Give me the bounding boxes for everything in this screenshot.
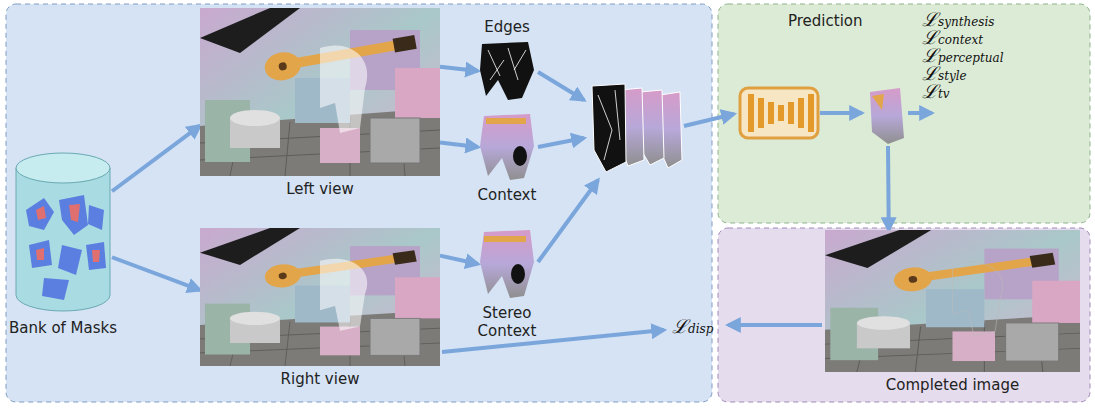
context-crop-part-part: [480, 114, 534, 180]
mask-bank-cylinder-part: [14, 150, 112, 315]
predicted-patch-part: [872, 94, 884, 110]
completed-image-part-part: [953, 262, 1003, 336]
layout-arrow-part: [908, 111, 932, 115]
node-label: Bank of Masks: [9, 319, 117, 337]
left-view-image: Left view: [200, 8, 440, 176]
mask-bank-cylinder-part-part: [16, 153, 110, 183]
loss-term: ℒdisp: [672, 313, 713, 339]
stacked-inputs-part: [598, 90, 620, 160]
layout-arrow-part: [684, 114, 734, 126]
prediction-panel-ground-part: [718, 4, 1090, 223]
edges-crop-part-part: [488, 48, 526, 80]
left-view-image-part-part: [200, 8, 440, 176]
layout-arrow-part: [538, 138, 584, 147]
mask-bank-cylinder: Bank of Masks: [14, 150, 112, 315]
mask-bank-cylinder-part-part: [92, 250, 100, 262]
layout-arrow-part: [538, 180, 598, 262]
completion-panel-part: [718, 228, 1090, 402]
mask-bank-cylinder-part-part: [59, 195, 88, 235]
mask-bank-cylinder-part-part: [86, 242, 106, 270]
stereo-context-crop-part-part: [484, 236, 526, 242]
network-icon-part: [808, 94, 814, 132]
right-view-image: Right view: [200, 228, 440, 366]
predicted-patch-part: [870, 88, 904, 144]
completion-panel: [718, 228, 1090, 402]
flow-arrow: [440, 142, 478, 147]
node-label: Stereo Context: [455, 304, 559, 340]
completed-image: Completed image: [825, 230, 1080, 372]
layout-arrow-part: [538, 72, 584, 100]
mask-bank-cylinder-part-part: [88, 205, 104, 230]
stacked-inputs: [592, 84, 682, 172]
network-icon-part: [778, 105, 784, 121]
prediction-panel-ground: [718, 4, 1090, 223]
mask-bank-cylinder-part-part: [29, 240, 52, 268]
mask-bank-cylinder-part-part: [26, 198, 54, 230]
mask-bank-cylinder-part-part: [42, 278, 69, 300]
context-crop: Context: [478, 112, 536, 182]
layout-arrow-part: [442, 330, 664, 352]
edges-crop-part: [478, 40, 536, 102]
context-crop-part: [478, 112, 536, 182]
network-icon-part: [768, 102, 774, 124]
input-panel-part: [6, 4, 712, 402]
network-icon-part: [740, 88, 818, 138]
flow-arrow: [886, 146, 891, 230]
node-label: Right view: [281, 370, 360, 388]
input-panel: [6, 4, 712, 402]
mask-bank-cylinder-part-part: [36, 206, 46, 220]
left-view-image-part: [200, 8, 440, 176]
right-view-image-part-part: [200, 228, 440, 366]
node-label: Edges: [484, 18, 530, 36]
mask-bank-cylinder-part-part: [16, 168, 110, 311]
flow-arrow: [440, 256, 478, 264]
flow-arrow: [440, 67, 478, 71]
node-label: Left view: [286, 180, 354, 198]
network-icon-part: [788, 102, 794, 124]
mask-bank-cylinder-part-part: [69, 204, 80, 222]
edges-crop: Edges: [478, 40, 536, 102]
network-icon-part: [798, 98, 804, 128]
edges-crop-part-part: [480, 42, 534, 100]
stereo-context-crop-part-part: [511, 264, 525, 284]
stereo-context-crop: Stereo Context: [478, 228, 536, 300]
node-label: Context: [478, 186, 537, 204]
completed-image-part: [825, 230, 1080, 372]
stacked-inputs-part: [592, 84, 626, 172]
layout-arrow-part: [820, 111, 862, 115]
context-crop-part-part: [486, 118, 526, 124]
predicted-patch: [870, 88, 904, 144]
left-view-image-part-part: [320, 45, 367, 133]
layout-arrow-part: [728, 323, 822, 327]
node-label: Prediction: [788, 12, 863, 30]
loss-term: ℒtv: [922, 78, 950, 104]
completed-image-part-part: [825, 230, 1080, 372]
context-crop-part-part: [513, 146, 527, 166]
node-label: Completed image: [886, 376, 1019, 394]
right-view-image-part: [200, 228, 440, 366]
flow-arrow: [112, 257, 200, 290]
mask-bank-cylinder-part-part: [58, 245, 82, 275]
network-icon-part: [758, 98, 764, 128]
right-view-image-part-part: [320, 259, 367, 331]
network-icon-part: [748, 94, 754, 132]
stereo-context-crop-part: [478, 228, 536, 300]
mask-bank-cylinder-part-part: [36, 248, 44, 260]
network-icon: [740, 88, 818, 138]
stereo-context-crop-part-part: [480, 230, 534, 298]
flow-arrow: [112, 126, 200, 192]
prediction-panel: Prediction: [718, 4, 1090, 223]
